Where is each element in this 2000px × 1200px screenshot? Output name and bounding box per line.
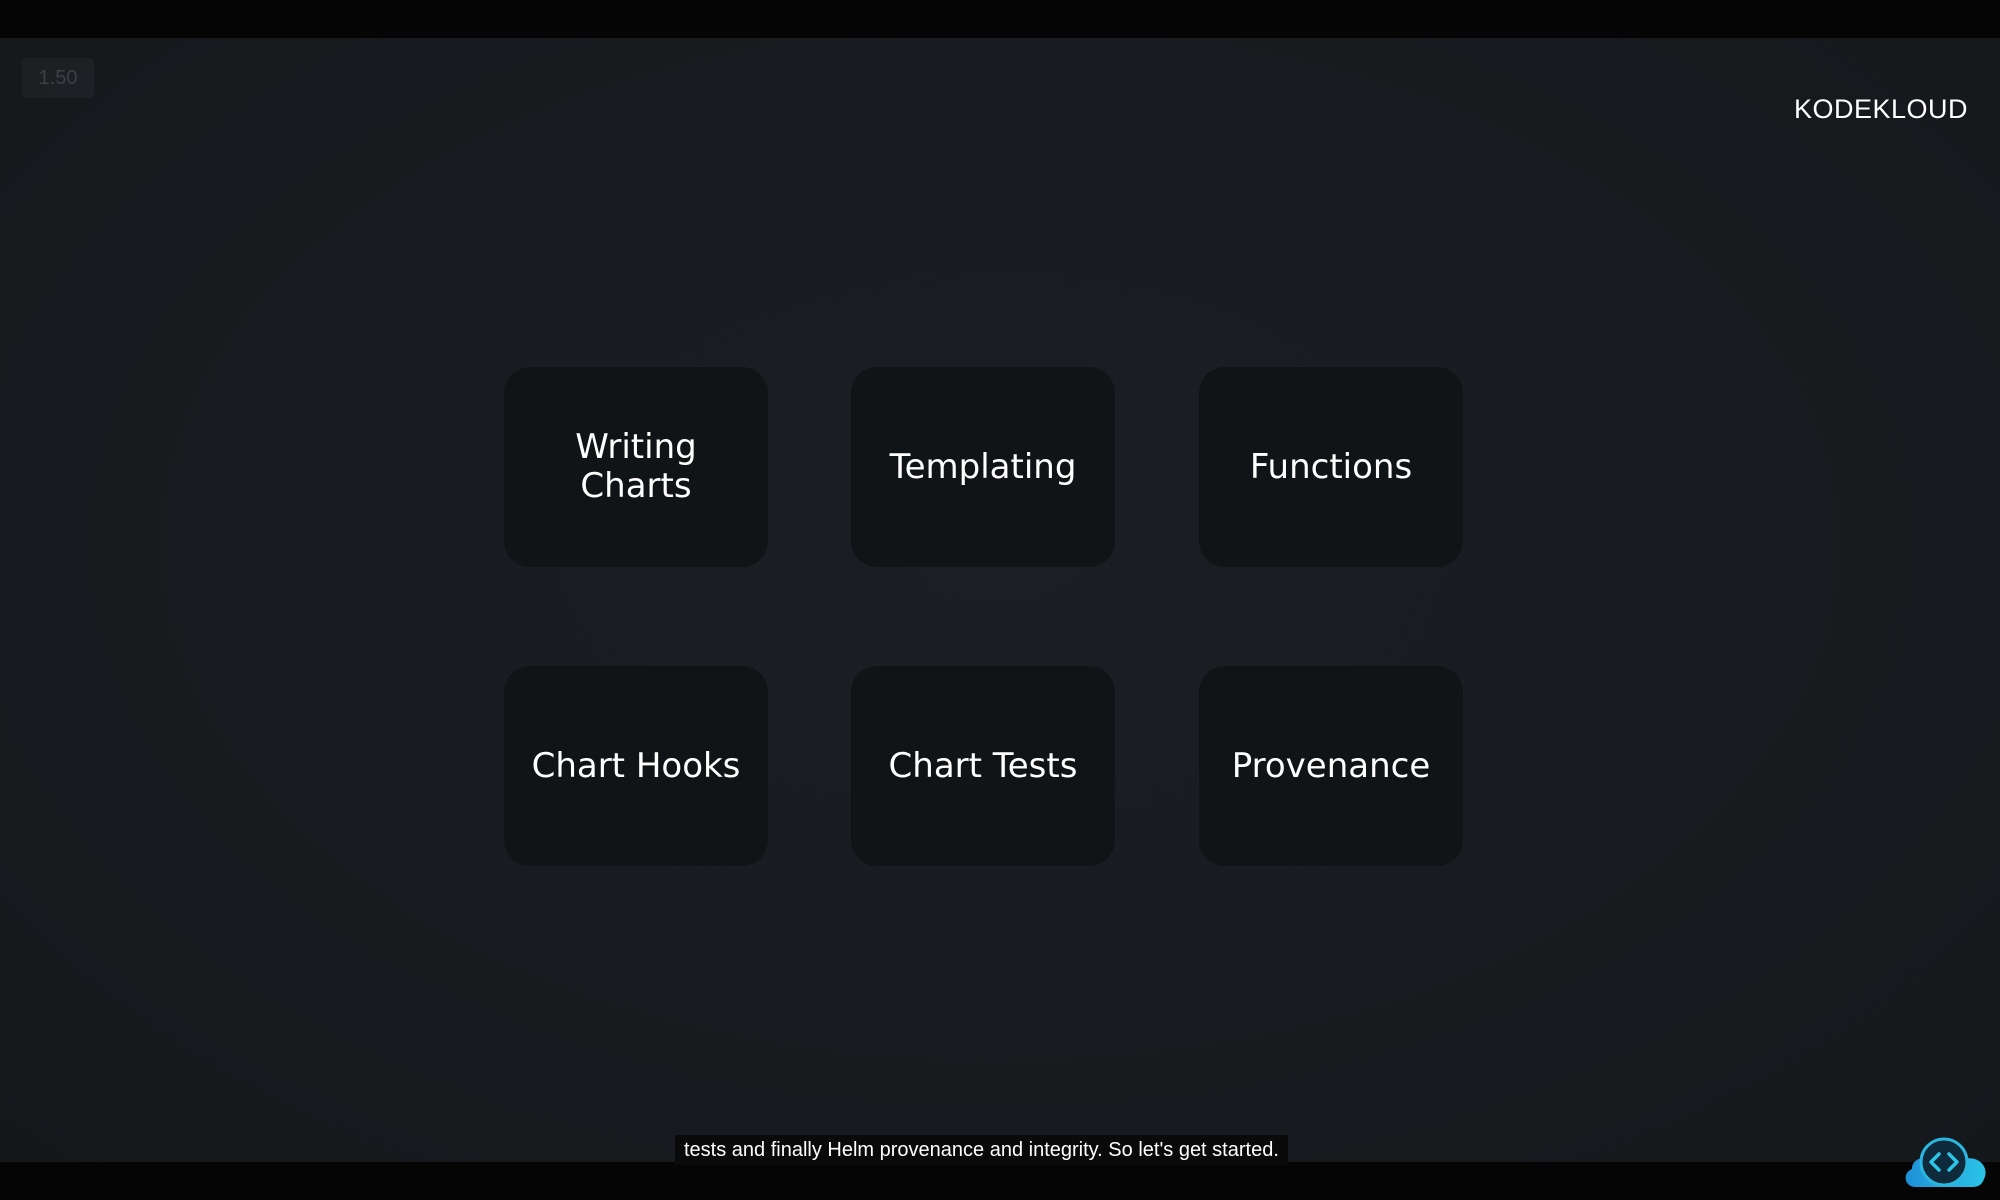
video-frame[interactable]: 1.50 KODEKLOUD Writing Charts Templating… bbox=[0, 38, 2000, 1162]
topic-tile-templating: Templating bbox=[851, 367, 1115, 567]
topic-tile-provenance: Provenance bbox=[1199, 666, 1463, 866]
kodekloud-logo: KODEKLOUD bbox=[1793, 94, 1968, 124]
topic-tile-chart-hooks: Chart Hooks bbox=[504, 666, 768, 866]
letterbox-top bbox=[0, 0, 2000, 38]
topic-tile-writing-charts: Writing Charts bbox=[504, 367, 768, 567]
letterbox-bottom bbox=[0, 1162, 2000, 1200]
code-brackets-icon bbox=[1905, 1137, 1986, 1187]
playback-speed-badge[interactable]: 1.50 bbox=[22, 58, 94, 98]
chat-widget-button[interactable] bbox=[1902, 1135, 1990, 1190]
topic-tile-functions: Functions bbox=[1199, 367, 1463, 567]
subtitle-caption: tests and finally Helm provenance and in… bbox=[675, 1135, 1288, 1165]
topics-grid: Writing Charts Templating Functions Char… bbox=[504, 367, 1464, 867]
topic-tile-chart-tests: Chart Tests bbox=[851, 666, 1115, 866]
